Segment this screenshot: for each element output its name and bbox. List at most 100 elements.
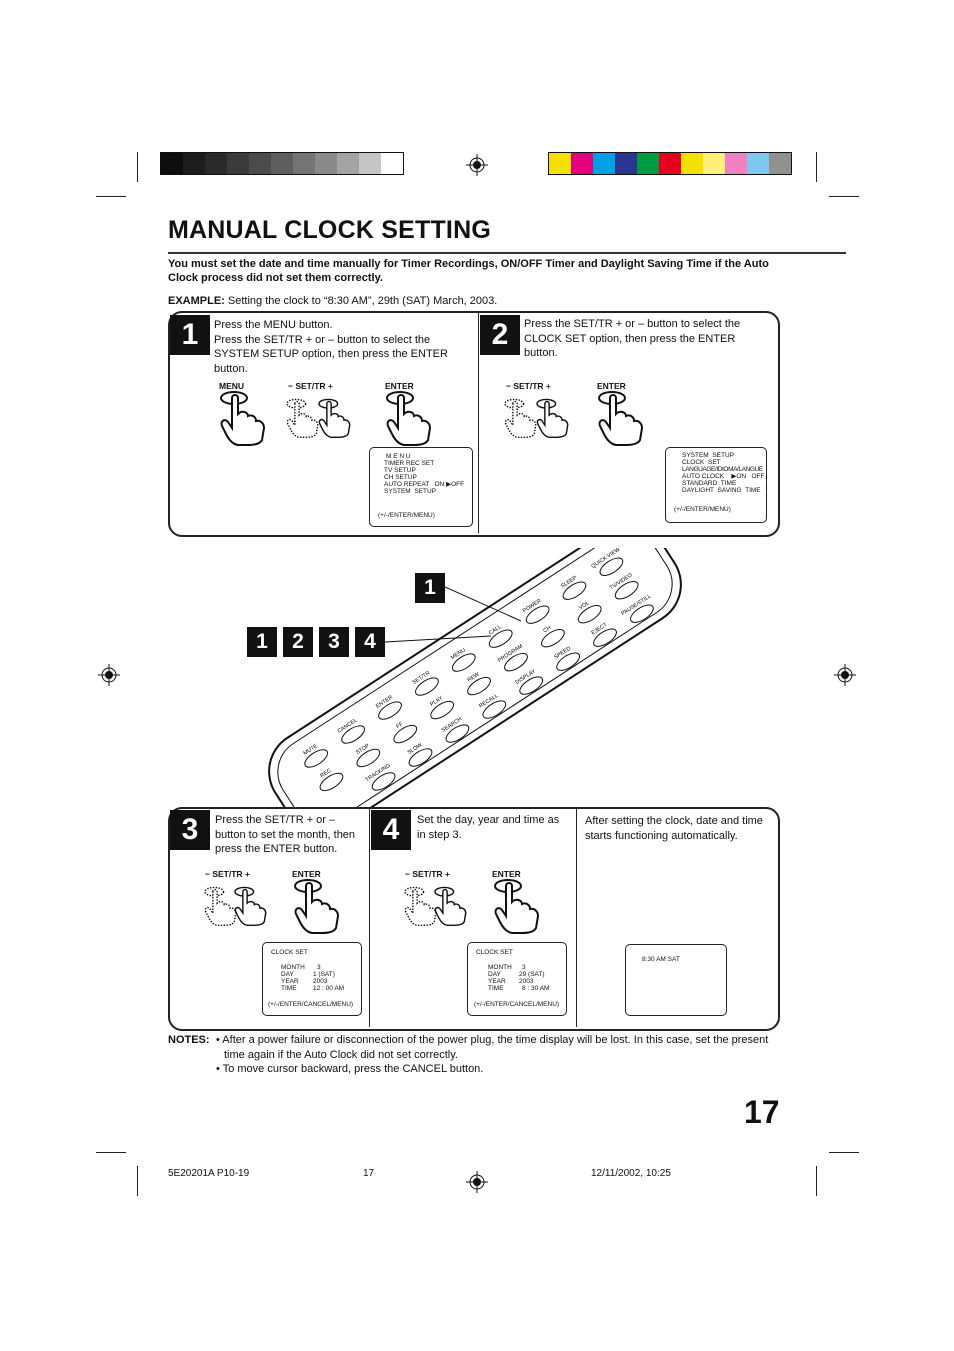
screen-value: 8 : 30 AM xyxy=(522,985,550,992)
remote-button xyxy=(451,653,476,672)
remote-button-label: VOL xyxy=(578,600,591,611)
screen-value: 2003 xyxy=(313,978,328,985)
pressing-hand-icon xyxy=(494,879,540,934)
screen-label: MONTH xyxy=(488,964,512,971)
remote-button xyxy=(593,628,617,647)
remote-button xyxy=(415,677,439,696)
remote-button-label: CH xyxy=(542,625,552,634)
screen-line: TIMER REC SET xyxy=(384,460,435,467)
screen-value: 3 xyxy=(522,964,526,971)
clock-set-screen: CLOCK SET MONTH DAY YEAR TIME 3 1 (SAT) … xyxy=(262,942,362,1016)
calibration-swatch xyxy=(293,153,315,174)
callout-leader-line xyxy=(445,586,522,622)
remote-button xyxy=(577,605,602,624)
remote-button xyxy=(371,772,396,791)
remote-button xyxy=(408,748,433,767)
screen-label: DAY xyxy=(488,971,501,978)
footer-center: 17 xyxy=(363,1168,375,1179)
remote-button xyxy=(378,701,402,720)
step-instructions: Press the MENU button. Press the SET/TR … xyxy=(214,319,448,375)
result-text: After setting the clock, date and time s… xyxy=(585,815,763,842)
notes-label: NOTES: xyxy=(168,1034,210,1046)
pressing-hand-dotted-icon xyxy=(286,398,319,438)
screen-value: 3 xyxy=(317,964,321,971)
step-number: 3 xyxy=(170,810,210,850)
callout-step-4: 4 xyxy=(355,627,385,657)
step-number: 2 xyxy=(480,315,520,355)
remote-button xyxy=(319,772,344,792)
remote-button-label: REC xyxy=(320,768,333,779)
crop-mark xyxy=(96,196,126,197)
step-instructions: Press the SET/TR + or – button to select… xyxy=(524,318,741,359)
screen-header: CLOCK SET xyxy=(476,949,513,956)
pressing-hand-icon xyxy=(294,879,340,934)
remote-button xyxy=(504,652,528,672)
note-item: • After a power failure or disconnection… xyxy=(216,1034,769,1061)
pressing-hand-icon xyxy=(386,391,432,446)
screen-line: TV SETUP xyxy=(384,467,416,474)
screen-label: YEAR xyxy=(488,978,506,985)
page-title: MANUAL CLOCK SETTING xyxy=(168,216,491,244)
notes: NOTES: • After a power failure or discon… xyxy=(168,1033,788,1077)
enter-button-label: ENTER xyxy=(385,381,414,391)
set-tr-button-label: − SET/TR + xyxy=(205,869,250,879)
screen-footer: (+/-/ENTER/MENU) xyxy=(378,512,435,519)
remote-button xyxy=(599,557,624,576)
remote-button xyxy=(430,700,455,720)
screen-line: AUTO CLOCK ▶ON OFF xyxy=(682,473,765,480)
calibration-swatch xyxy=(725,153,747,174)
enter-button-label: ENTER xyxy=(292,869,321,879)
calibration-swatch xyxy=(381,153,403,174)
screen-line: M E N U xyxy=(386,453,411,460)
calibration-swatch xyxy=(227,153,249,174)
remote-button xyxy=(341,725,365,744)
calibration-swatch xyxy=(747,153,769,174)
color-calibration-bar xyxy=(548,152,792,175)
callout-step-3: 3 xyxy=(319,627,349,657)
screen-footer: (+/-/ENTER/CANCEL/MENU) xyxy=(474,1001,560,1008)
pressing-hand-icon xyxy=(220,391,266,446)
remote-button xyxy=(540,628,565,648)
screen-header: CLOCK SET xyxy=(271,949,308,956)
screen-footer: (+/-/ENTER/MENU) xyxy=(674,506,731,513)
panel-divider xyxy=(478,313,479,533)
set-tr-button-label: − SET/TR + xyxy=(506,381,551,391)
screen-line: AUTO REPEAT ON ▶OFF xyxy=(384,481,465,488)
calibration-swatch xyxy=(681,153,703,174)
remote-control-illustration: QUICK VIEWSLEEPPOWERCALLMENUSET/TRENTERC… xyxy=(268,548,682,808)
example-text: Setting the clock to “8:30 AM”, 29th (SA… xyxy=(227,295,498,307)
callout-step-1: 1 xyxy=(247,627,277,657)
screen-labels: MONTH DAY YEAR TIME xyxy=(281,964,305,992)
screen-line: CLOCK SET xyxy=(682,459,721,466)
pressing-hand-dotted-icon xyxy=(504,398,537,438)
remote-button xyxy=(488,629,513,648)
screen-value: 1 (SAT) xyxy=(313,971,335,978)
footer-right: 12/11/2002, 10:25 xyxy=(591,1168,671,1179)
calibration-swatch xyxy=(615,153,637,174)
clock-set-screen: CLOCK SET MONTH DAY YEAR TIME 3 29 (SAT)… xyxy=(467,942,567,1016)
calibration-swatch xyxy=(161,153,183,174)
pressing-hand-icon xyxy=(318,398,351,438)
pressing-hand-icon xyxy=(234,886,267,926)
pressing-hand-icon xyxy=(598,391,644,446)
callout-step-1: 1 xyxy=(415,573,445,603)
remote-button xyxy=(304,749,329,768)
calibration-swatch xyxy=(571,153,593,174)
intro-text: You must set the date and time manually … xyxy=(168,258,769,284)
screen-label: DAY xyxy=(281,971,294,978)
calibration-swatch xyxy=(249,153,271,174)
screen-value: 29 (SAT) xyxy=(519,971,545,978)
screen-label: TIME xyxy=(281,985,297,992)
calibration-swatch xyxy=(271,153,293,174)
calibration-swatch xyxy=(183,153,205,174)
set-tr-button-label: − SET/TR + xyxy=(288,381,333,391)
remote-button xyxy=(467,676,491,696)
calibration-swatch xyxy=(337,153,359,174)
callout-leader-line xyxy=(385,635,492,643)
example-label: EXAMPLE: xyxy=(168,295,225,307)
screen-value: 2003 xyxy=(519,978,534,985)
panel-divider xyxy=(369,809,370,1027)
callout-step-2: 2 xyxy=(283,627,313,657)
crop-mark xyxy=(816,1166,817,1196)
remote-button xyxy=(519,676,544,695)
